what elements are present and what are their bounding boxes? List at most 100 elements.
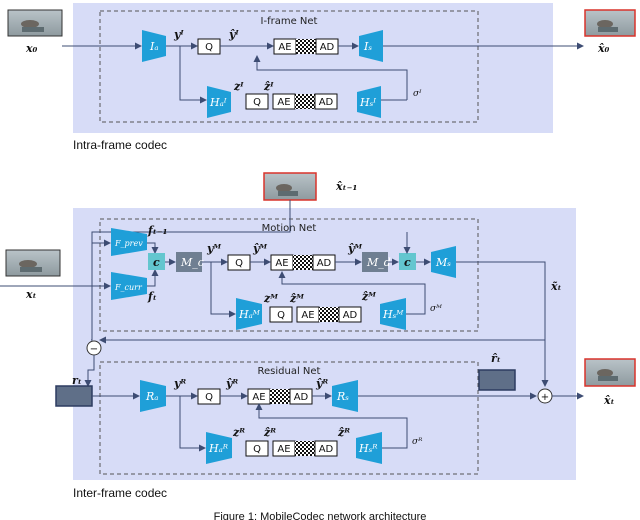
sigmaM-arrow — [278, 271, 426, 315]
concat-2 — [399, 253, 416, 270]
fcurr-to-concat — [147, 269, 159, 287]
rs-label: Rₛ — [336, 390, 349, 403]
ra-label: Rₐ — [145, 390, 158, 403]
yM-hat-label: ŷᴹ — [252, 242, 267, 255]
zI-label: zᴵ — [233, 80, 244, 93]
sigmaR-label: σᴿ — [412, 437, 423, 447]
ad-box-motion-hyper — [338, 306, 362, 323]
plus-label: + — [541, 392, 549, 403]
input-frame-xt — [5, 249, 61, 277]
ad-box-res-hyper — [314, 440, 338, 457]
rt-hat-label: r̂ₜ — [491, 352, 501, 365]
minus-label: − — [90, 344, 98, 355]
ae-label: AE — [277, 97, 290, 108]
to-hyper-enc-arrow — [179, 46, 207, 104]
ae-label: AE — [277, 444, 290, 455]
mc-label: M_c — [180, 256, 204, 269]
residual-rt-image — [55, 385, 93, 407]
bitstream-motion — [293, 255, 313, 270]
yR-hat-label: ŷᴿ — [225, 377, 238, 390]
xt-label: xₜ — [25, 288, 37, 301]
minus-to-residual — [84, 355, 95, 387]
bitstream-res-hyper — [295, 441, 315, 456]
ae-label: AE — [252, 392, 265, 403]
f-curr-label: F_curr — [114, 283, 143, 292]
ha-m-hyper-encoder — [236, 298, 262, 330]
sigma-to-coder-arrow — [253, 55, 408, 100]
ha-label: Hₐᴵ — [209, 96, 227, 109]
warped-to-plus — [456, 261, 549, 387]
x-t-1-label: x̂ₜ₋₁ — [335, 180, 357, 193]
md-label: M_d — [366, 256, 391, 269]
sigmaM-label: σᴹ — [430, 304, 442, 314]
ad-label: AD — [317, 258, 332, 269]
inter-frame-codec: x̂ₜ₋₁ Motion Net F_prev xₜ F_curr fₜ₋₁ f… — [0, 172, 636, 500]
ia-encoder — [142, 30, 166, 62]
inter-panel — [73, 208, 576, 480]
motion-net-title: Motion Net — [262, 223, 317, 234]
ad-box-hyper — [314, 93, 338, 110]
yM-label: yᴹ — [206, 242, 221, 255]
bitstream-intra — [296, 39, 316, 54]
bitstream-residual — [270, 389, 290, 404]
bitstream-hyper — [295, 94, 315, 109]
ha-r-hyper-encoder — [206, 432, 232, 464]
q-label: Q — [205, 42, 213, 53]
hs-m-hyper-decoder — [380, 298, 406, 330]
q-box-motion-hyper — [269, 306, 293, 323]
input-frame-x0 — [7, 9, 63, 37]
to-motion-hyper-enc — [210, 262, 236, 318]
hs-label: Hₛᴵ — [359, 96, 376, 109]
x0-label: x₀ — [25, 42, 38, 55]
yR-hat2-label: ŷᴿ — [315, 377, 328, 390]
q-label: Q — [253, 97, 261, 108]
ha-m-label: Hₐᴹ — [238, 308, 261, 321]
hs-r-label: Hₛᴿ — [358, 442, 378, 455]
intra-panel — [73, 3, 553, 133]
residual-rt-hat-image — [478, 369, 516, 391]
f-curr-module — [111, 272, 147, 300]
ia-label: Iₐ — [149, 40, 158, 53]
f-t-label: fₜ — [147, 290, 157, 303]
yI-hat-label: ŷᴵ — [228, 28, 239, 41]
xt-branch-line — [91, 232, 93, 341]
output-frame-x0-hat — [584, 9, 636, 37]
q-label: Q — [277, 310, 285, 321]
rs-decoder — [332, 380, 358, 412]
concat-1-label: c — [153, 256, 160, 269]
ms-label: Mₛ — [435, 256, 451, 269]
ha-hyper-encoder — [207, 86, 231, 118]
f-t-1-label: fₜ₋₁ — [147, 224, 167, 237]
ms-module — [431, 246, 456, 278]
concat-1 — [148, 253, 165, 270]
iframe-net-box — [99, 10, 479, 123]
is-label: Iₛ — [363, 40, 372, 53]
xt-hat-label: x̂ₜ — [603, 394, 615, 407]
figure-caption: Figure 1: MobileCodec network architectu… — [214, 511, 427, 520]
zI-hat-label: ẑᴵ — [263, 80, 274, 93]
sigmaR-arrow — [255, 403, 408, 449]
rt-label: rₜ — [72, 374, 82, 387]
q-box-res-hyper — [245, 440, 269, 457]
zM-hat2-label: ẑᴹ — [361, 290, 376, 303]
inter-section-label: Inter-frame codec — [73, 486, 167, 500]
motion-net-box — [99, 218, 479, 332]
md-module — [362, 252, 388, 272]
fprev-to-concat — [147, 242, 159, 254]
zM-label: zᴹ — [263, 292, 278, 305]
ad-label: AD — [343, 310, 358, 321]
x-tilde-label: x̃ₜ — [550, 280, 562, 293]
f-prev-label: F_prev — [114, 239, 143, 248]
x0-hat-label: x̂₀ — [597, 42, 610, 55]
zM-hat-label: ẑᴹ — [289, 292, 304, 305]
sigmaI-label: σᴵ — [413, 89, 422, 99]
zR-hat2-label: ẑᴿ — [337, 426, 350, 439]
ad-label: AD — [319, 97, 334, 108]
residual-net-title: Residual Net — [258, 366, 321, 377]
q-label: Q — [235, 258, 243, 269]
intra-section-label: Intra-frame codec — [73, 138, 167, 152]
ha-r-label: Hₐᴿ — [208, 442, 228, 455]
f-prev-module — [111, 228, 147, 256]
iframe-net-title: I-frame Net — [261, 16, 318, 27]
